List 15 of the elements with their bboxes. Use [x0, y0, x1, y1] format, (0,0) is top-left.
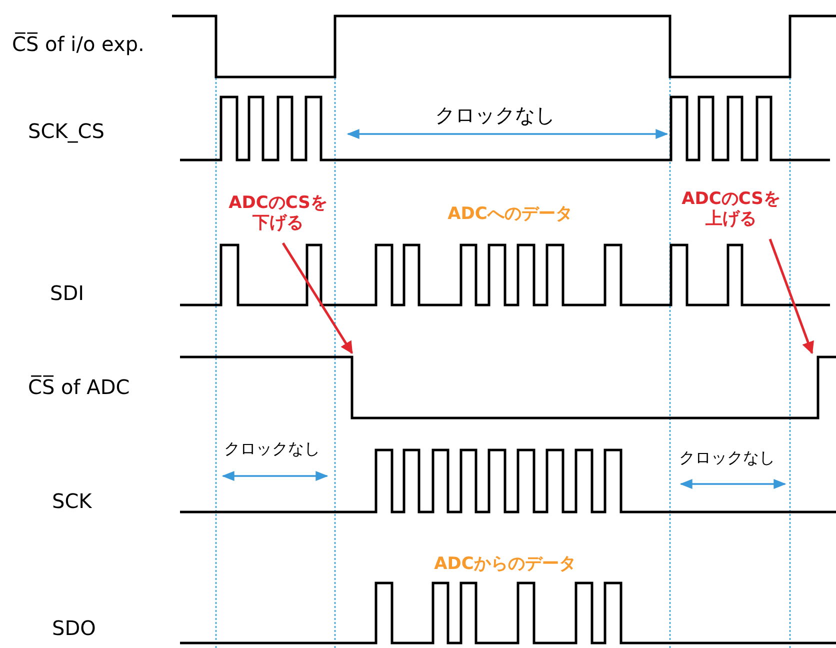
signal-name: SCK_CS	[28, 120, 104, 143]
arrow	[282, 242, 354, 354]
data-label: ADCからのデータ	[434, 555, 576, 575]
data-label: ADCへのデータ	[448, 205, 572, 225]
annotation-text: ADCのCSを下げる	[226, 194, 330, 234]
signal-name: SDI	[50, 282, 84, 305]
signal-name: C̅S̅ of i/o exp.	[12, 33, 144, 56]
signal-name: SCK	[52, 490, 92, 513]
duration-label: クロックなし	[224, 440, 320, 458]
signal-name: SDO	[52, 617, 96, 640]
signal-name: C̅S̅ of ADC	[28, 376, 130, 399]
duration-label: クロックなし	[435, 104, 555, 127]
annotation-text: ADCのCSを上げる	[679, 190, 783, 230]
arrow	[768, 238, 814, 354]
duration-label: クロックなし	[679, 449, 775, 468]
